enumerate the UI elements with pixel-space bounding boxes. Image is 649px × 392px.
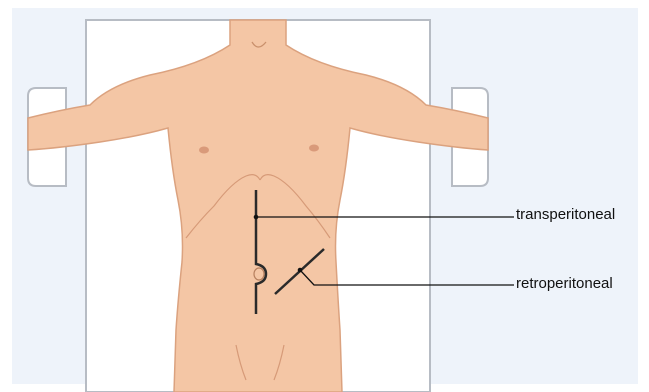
transperitoneal-leader-dot — [254, 215, 259, 220]
left-nipple — [199, 147, 209, 154]
retroperitoneal-label: retroperitoneal — [516, 275, 613, 293]
retroperitoneal-leader-dot — [298, 268, 303, 273]
right-nipple — [309, 145, 319, 152]
transperitoneal-label: transperitoneal — [516, 206, 615, 224]
umbilicus — [254, 268, 264, 280]
